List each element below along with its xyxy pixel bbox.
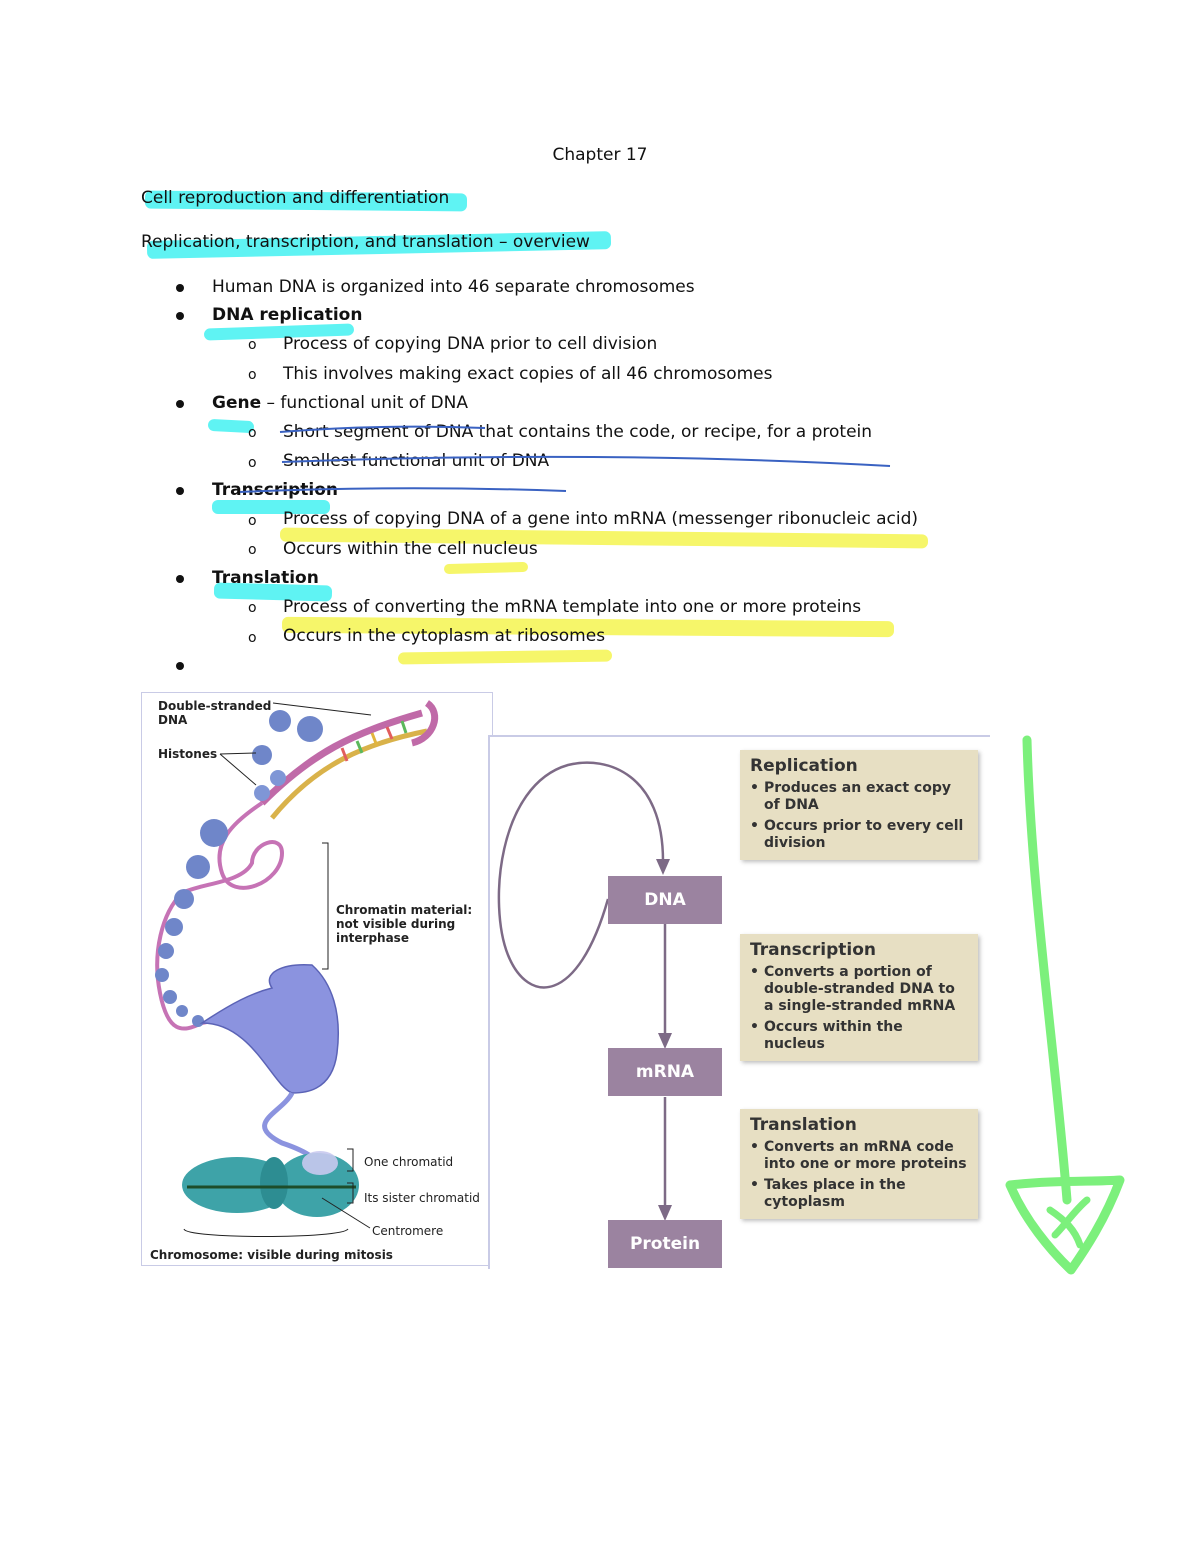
list-item-gene: Gene – functional unit of DNA bbox=[212, 393, 468, 413]
bullet-dot bbox=[176, 662, 184, 670]
label-one-chromatid: One chromatid bbox=[364, 1155, 454, 1169]
node-protein: Protein bbox=[608, 1220, 722, 1268]
sub-list-item: Short segment of DNA that contains the c… bbox=[283, 422, 873, 442]
node-dna: DNA bbox=[608, 876, 722, 924]
sub-list-item: Process of converting the mRNA template … bbox=[283, 597, 862, 617]
box-replication: Replication Produces an exact copy of DN… bbox=[740, 750, 978, 860]
sub-marker: o bbox=[248, 542, 257, 558]
sub-list-item: Process of copying DNA prior to cell div… bbox=[283, 334, 658, 354]
sub-marker: o bbox=[248, 455, 257, 471]
sub-marker: o bbox=[248, 367, 257, 383]
sub-marker: o bbox=[248, 425, 257, 441]
label-centromere: Centromere bbox=[372, 1224, 444, 1238]
bullet-dot bbox=[176, 284, 184, 292]
green-down-arrow bbox=[1005, 735, 1125, 1275]
label-chromatin-material: Chromatin material: not visible during i… bbox=[336, 903, 473, 945]
label-double-stranded-dna: Double-stranded DNA bbox=[158, 699, 272, 727]
list-item-translation: Translation bbox=[212, 568, 319, 588]
chromosome-illustration bbox=[155, 700, 439, 1237]
sub-list-item: Occurs within the cell nucleus bbox=[283, 539, 538, 559]
page-title: Chapter 17 bbox=[552, 145, 648, 165]
sub-list-item: This involves making exact copies of all… bbox=[283, 364, 773, 384]
list-item-dna-replication: DNA replication bbox=[212, 305, 363, 325]
bullet-dot bbox=[176, 575, 184, 583]
sub-marker: o bbox=[248, 513, 257, 529]
cyan-highlight bbox=[212, 500, 330, 514]
list-item-transcription: Transcription bbox=[212, 480, 338, 500]
sub-marker: o bbox=[248, 600, 257, 616]
chromosome-figure: Double-stranded DNA Histones Chromatin m… bbox=[141, 692, 493, 1266]
list-item: Human DNA is organized into 46 separate … bbox=[212, 277, 695, 297]
sub-list-item: Occurs in the cytoplasm at ribosomes bbox=[283, 626, 606, 646]
label-histones: Histones bbox=[158, 747, 218, 761]
section-heading-overview: Replication, transcription, and translat… bbox=[141, 231, 612, 259]
node-mrna: mRNA bbox=[608, 1048, 722, 1096]
box-transcription: Transcription Converts a portion of doub… bbox=[740, 934, 978, 1061]
sub-marker: o bbox=[248, 337, 257, 353]
yellow-highlight bbox=[443, 561, 529, 575]
bullet-dot bbox=[176, 487, 184, 495]
bullet-dot bbox=[176, 400, 184, 408]
box-translation: Translation Converts an mRNA code into o… bbox=[740, 1109, 978, 1219]
label-chromosome-mitosis: Chromosome: visible during mitosis bbox=[150, 1248, 393, 1262]
sub-list-item: Process of copying DNA of a gene into mR… bbox=[283, 509, 919, 529]
bullet-dot bbox=[176, 312, 184, 320]
section-heading-cell-reproduction: Cell reproduction and differentiation bbox=[141, 188, 468, 212]
sub-marker: o bbox=[248, 630, 257, 646]
yellow-highlight bbox=[397, 649, 613, 665]
sub-list-item: Smallest functional unit of DNA bbox=[283, 451, 550, 471]
flow-arrows bbox=[497, 761, 672, 1221]
label-sister-chromatid: Its sister chromatid bbox=[364, 1191, 480, 1205]
